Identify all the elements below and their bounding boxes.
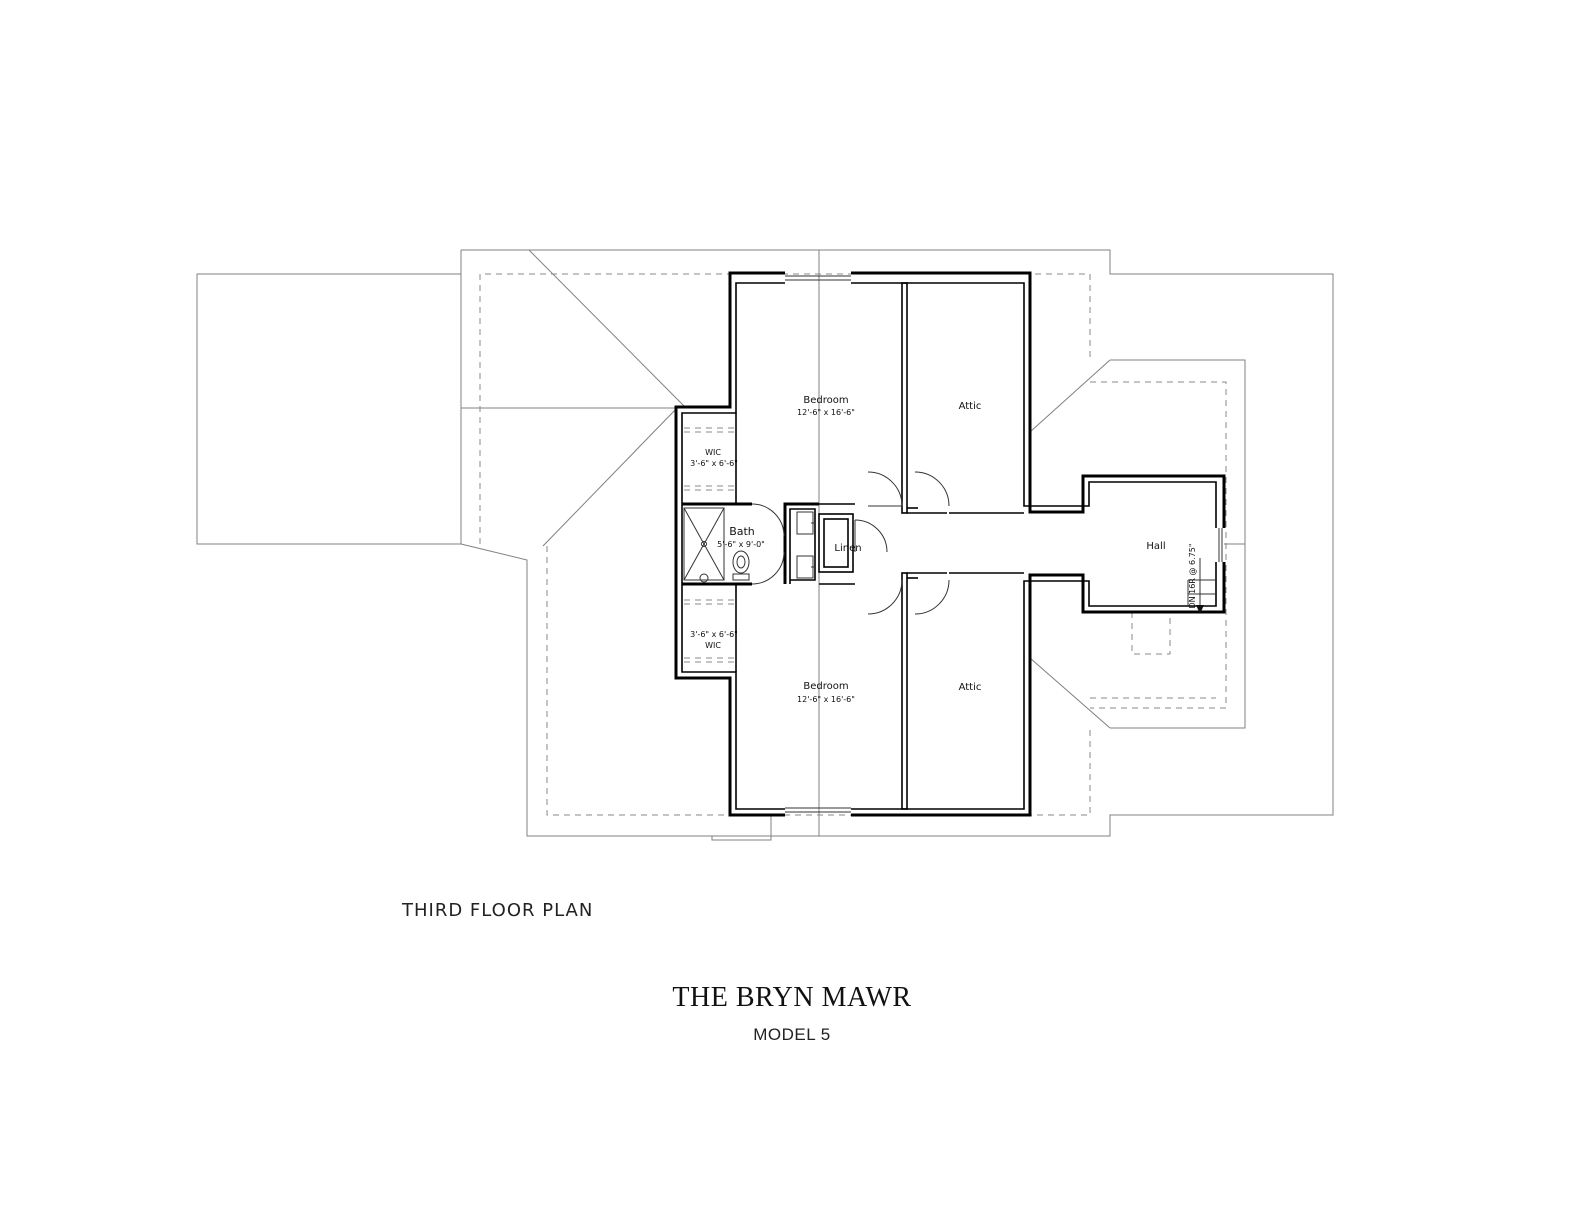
- bedroom-bottom-dims: 12'-6" x 16'-6": [797, 695, 855, 704]
- bath-name: Bath: [729, 525, 755, 538]
- exterior-walls: [674, 271, 1226, 817]
- wic-bottom-dims: 3'-6" x 6'-6": [690, 630, 738, 639]
- model-title: THE BRYN MAWR: [672, 982, 912, 1013]
- model-subtitle: MODEL 5: [753, 1025, 831, 1044]
- wic-bottom-name: WIC: [705, 641, 721, 650]
- stair-note: DN 16R @ 6.75": [1188, 543, 1197, 608]
- bedroom-top-dims: 12'-6" x 16'-6": [797, 408, 855, 417]
- interior-walls: [682, 282, 1024, 810]
- fixtures: [683, 427, 1216, 663]
- wic-top-dims: 3'-6" x 6'-6": [690, 459, 738, 468]
- bath-dims: 5'-6" x 9'-0": [717, 540, 765, 549]
- plan-caption: THIRD FLOOR PLAN: [402, 900, 594, 921]
- wic-top-name: WIC: [705, 448, 721, 457]
- attic-bottom-name: Attic: [959, 682, 982, 693]
- bedroom-top-name: Bedroom: [803, 395, 848, 406]
- bedroom-bottom-name: Bedroom: [803, 681, 848, 692]
- room-labels: Bedroom 12'-6" x 16'-6" Bedroom 12'-6" x…: [690, 395, 1197, 704]
- hall-name: Hall: [1146, 541, 1165, 552]
- linen-name: Linen: [834, 543, 861, 554]
- attic-top-name: Attic: [959, 401, 982, 412]
- roof-outline: [196, 249, 1334, 841]
- door-swings: [751, 471, 950, 615]
